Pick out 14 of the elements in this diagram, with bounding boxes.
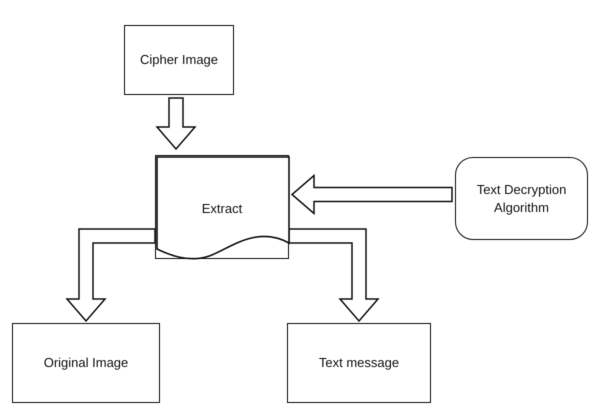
process-box <box>287 323 431 403</box>
document-shape <box>155 155 289 259</box>
process-box <box>124 25 234 95</box>
node-label: Extract <box>202 200 242 218</box>
rounded-box <box>455 157 588 240</box>
block-arrow <box>288 228 380 322</box>
node-label: Cipher Image <box>140 51 218 69</box>
node-label: Text message <box>318 354 400 372</box>
node-label: Original Image <box>44 354 128 372</box>
node-label: Text Decryption Algorithm <box>476 180 568 216</box>
block-arrow <box>155 97 197 150</box>
process-box <box>12 323 160 403</box>
block-arrow <box>65 228 156 322</box>
block-arrow <box>290 174 453 216</box>
